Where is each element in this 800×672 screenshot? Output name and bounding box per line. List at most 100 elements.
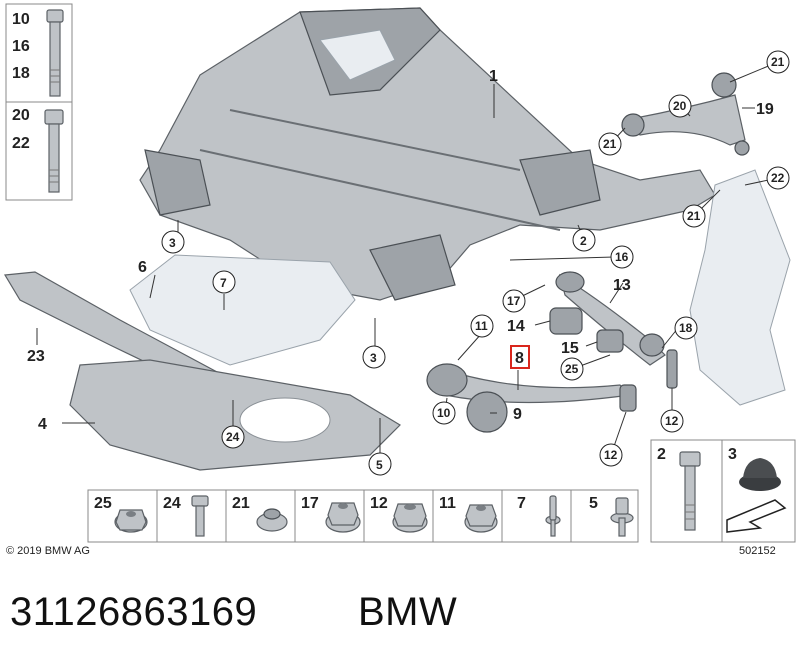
short-bolt-icon	[44, 109, 64, 193]
callout-23: 23	[27, 348, 45, 365]
fastener-label-16: 16	[12, 38, 30, 55]
svg-text:11: 11	[475, 319, 488, 333]
callout-22: 22	[766, 166, 790, 190]
svg-text:19: 19	[756, 101, 774, 118]
callout-17: 17	[502, 289, 526, 313]
callout-19: 19	[756, 101, 774, 118]
hardware-label-12: 12	[370, 495, 388, 512]
front-axle-subframe	[139, 7, 716, 301]
hex-flange-nut-icon	[114, 509, 148, 533]
copyright-text: © 2019 BMW AG	[6, 545, 90, 557]
svg-text:21: 21	[771, 55, 785, 69]
castle-nut-icon	[392, 503, 428, 533]
callout-20: 20	[668, 94, 692, 118]
fastener-label-20: 20	[12, 107, 30, 124]
svg-text:17: 17	[507, 294, 521, 308]
svg-text:12: 12	[604, 448, 618, 462]
diagram-canvas: 10 16 18 20 22	[3, 3, 796, 557]
svg-text:12: 12	[665, 414, 679, 428]
callout-8-highlighted[interactable]: 8	[510, 345, 530, 369]
wishbone-8	[426, 363, 637, 412]
underbody-shield-6	[129, 254, 356, 366]
svg-text:13: 13	[613, 277, 631, 294]
svg-text:3: 3	[169, 236, 176, 250]
hardware-label-25: 25	[94, 495, 112, 512]
parts-diagram: 10 16 18 20 22	[3, 3, 796, 557]
hardware-label-5: 5	[589, 495, 598, 512]
hardware-label-17: 17	[301, 495, 319, 512]
svg-text:10: 10	[437, 406, 451, 420]
hardware-label-11: 11	[439, 495, 456, 512]
svg-text:2: 2	[580, 234, 587, 248]
svg-text:14: 14	[507, 318, 525, 335]
callout-16: 16	[610, 245, 634, 269]
hardware-label-24: 24	[163, 495, 181, 512]
callout-9: 9	[513, 406, 522, 423]
lower-control-arm-13	[555, 271, 678, 389]
collar-nut-icon	[325, 502, 361, 533]
rubber-stopper-icon	[739, 458, 781, 491]
svg-text:7: 7	[220, 276, 227, 290]
hardware-dividers	[156, 490, 572, 542]
hardware-label-7: 7	[517, 495, 526, 512]
part-number: 31126863169	[10, 590, 258, 634]
svg-text:9: 9	[513, 406, 522, 423]
clip-rivet-icon	[545, 495, 561, 537]
fastener-label-22: 22	[12, 135, 30, 152]
hardware-label-21: 21	[232, 495, 250, 512]
callout-21b: 21	[598, 132, 622, 156]
callout-21c: 21	[682, 204, 706, 228]
rubber-mount-14	[549, 307, 583, 335]
svg-text:16: 16	[615, 250, 629, 264]
svg-text:15: 15	[561, 340, 579, 357]
hardware-strip	[87, 489, 639, 543]
right-box-label-2: 2	[657, 446, 666, 463]
svg-text:20: 20	[673, 99, 687, 113]
rubber-mount-15	[596, 329, 624, 353]
arrow-icon	[726, 499, 787, 533]
callout-21a: 21	[766, 50, 790, 74]
callout-12a: 12	[599, 443, 623, 467]
callout-11: 11	[470, 314, 494, 338]
hex-nut-small-icon	[256, 508, 288, 532]
upper-control-arm-19	[621, 72, 750, 156]
callout-13: 13	[613, 277, 631, 294]
long-hex-bolt-icon	[679, 451, 701, 531]
callout-25: 25	[560, 357, 584, 381]
hex-bolt-icon	[191, 495, 209, 537]
svg-text:8: 8	[515, 350, 524, 367]
callout-24: 24	[221, 425, 245, 449]
callout-10: 10	[432, 401, 456, 425]
callout-5: 5	[368, 452, 392, 476]
fastener-label-18: 18	[12, 65, 30, 82]
right-box-label-3: 3	[728, 446, 737, 463]
svg-text:25: 25	[565, 362, 579, 376]
rubber-mount-9	[466, 391, 508, 433]
callout-3b: 3	[362, 345, 386, 369]
svg-text:6: 6	[138, 259, 147, 276]
callout-3a: 3	[161, 230, 185, 254]
callout-1: 1	[489, 68, 498, 85]
svg-text:1: 1	[489, 68, 498, 85]
part-number-footer: 31126863169 BMW	[0, 590, 800, 650]
flange-nut-icon	[464, 504, 498, 533]
brand-name: BMW	[358, 590, 458, 634]
plate-cutout	[239, 397, 331, 443]
svg-text:5: 5	[376, 458, 383, 472]
wheel-carrier	[689, 169, 791, 406]
svg-text:3: 3	[370, 351, 377, 365]
screw-washer-icon	[610, 497, 634, 537]
svg-text:21: 21	[687, 209, 701, 223]
right-parts-box	[650, 439, 796, 543]
callout-12b: 12	[660, 409, 684, 433]
callout-2: 2	[572, 228, 596, 252]
callout-14: 14	[507, 318, 525, 335]
callout-18: 18	[674, 316, 698, 340]
svg-text:23: 23	[27, 348, 45, 365]
svg-text:4: 4	[38, 416, 47, 433]
callout-6: 6	[138, 259, 147, 276]
svg-text:18: 18	[679, 321, 693, 335]
diagram-number: 502152	[739, 545, 776, 557]
svg-text:21: 21	[603, 137, 617, 151]
long-bolt-icon	[46, 9, 64, 97]
